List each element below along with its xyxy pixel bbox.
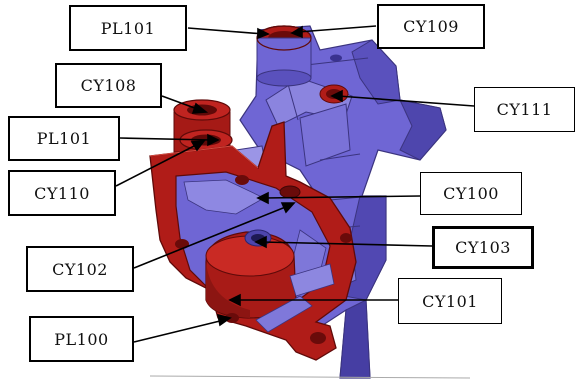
- label-cy101: CY101: [398, 278, 502, 324]
- leader-cy109: [297, 25, 377, 33]
- label-cy111: CY111: [474, 87, 575, 132]
- leader-pl100: [133, 319, 225, 343]
- leader-cy111: [337, 95, 475, 107]
- label-pl101-top: PL101: [69, 5, 187, 51]
- ground-line: [149, 375, 471, 379]
- label-cy109: CY109: [377, 4, 485, 49]
- leader-cy110: [115, 143, 199, 187]
- leader-lines: [115, 25, 475, 343]
- leader-pl101-top: [187, 27, 265, 35]
- label-cy102: CY102: [26, 246, 134, 292]
- label-pl101-mid: PL101: [8, 116, 120, 161]
- leader-cy100: [263, 195, 421, 199]
- leader-cy108: [161, 95, 201, 111]
- leader-pl101-mid: [119, 137, 213, 141]
- label-pl100: PL100: [29, 316, 134, 362]
- label-cy100: CY100: [420, 172, 522, 215]
- label-cy103: CY103: [432, 226, 534, 269]
- leader-cy103: [261, 241, 433, 247]
- label-cy108: CY108: [55, 63, 162, 108]
- label-cy110: CY110: [8, 170, 116, 216]
- leader-cy102: [133, 205, 289, 269]
